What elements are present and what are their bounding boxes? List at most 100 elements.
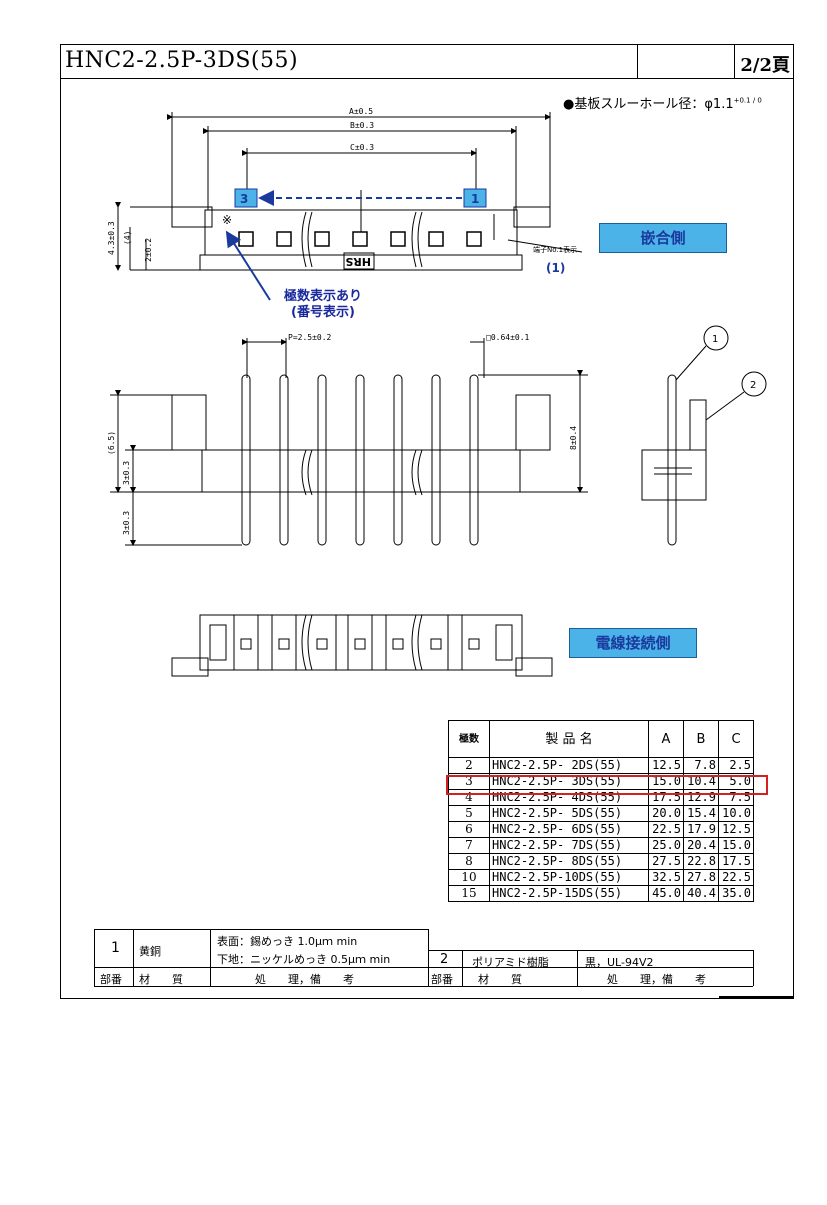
row-count: 8 [448, 853, 490, 870]
row-a: 12.5 [648, 757, 684, 774]
mating-side-label: 嵌合側 [599, 223, 727, 253]
row-b: 15.4 [683, 805, 719, 822]
row-c: 17.5 [718, 853, 754, 870]
row-b: 27.8 [683, 869, 719, 886]
row-a: 20.0 [648, 805, 684, 822]
dim-h2: (4) [123, 231, 132, 245]
row-product: HNC2-2.5P-15DS(55) [489, 885, 649, 902]
dim-v2: 3±0.3 [122, 461, 131, 485]
row-product: HNC2-2.5P- 8DS(55) [489, 853, 649, 870]
dim-c: C±0.3 [350, 143, 374, 152]
row-product: HNC2-2.5P- 7DS(55) [489, 837, 649, 854]
through-hole-note: ●基板スルーホール径：φ1.1+0.1 / 0 [563, 93, 762, 112]
row-c: 2.5 [718, 757, 754, 774]
row-product: HNC2-2.5P- 6DS(55) [489, 821, 649, 838]
part1-finish1: 表面：錫めっき 1.0μｍ min [217, 935, 358, 948]
header-product: 製 品 名 [489, 720, 649, 758]
row-product: HNC2-2.5P- 2DS(55) [489, 757, 649, 774]
balloon-1: 1 [712, 334, 718, 345]
row-c: 10.0 [718, 805, 754, 822]
row-product: HNC2-2.5P-10DS(55) [489, 869, 649, 886]
row-a: 15.0 [648, 773, 684, 790]
row-count: 10 [448, 869, 490, 886]
row-count: 6 [448, 821, 490, 838]
drawing-title: HNC2-2.5P-3DS(55) [65, 48, 299, 73]
row-c: 15.0 [718, 837, 754, 854]
header-finish: 処 理，備 考 [255, 973, 354, 986]
highlight-row-box [446, 775, 768, 795]
wire-side-label: 電線接続側 [569, 628, 697, 658]
dim-h1: 4.3±0.3 [107, 221, 116, 255]
page-number: 2/2頁 [740, 55, 790, 76]
header-c: C [718, 720, 754, 758]
title-bar: HNC2-2.5P-3DS(55) 2/2頁 [61, 45, 793, 79]
drawing-sheet: HNC2-2.5P-3DS(55) 2/2頁 [60, 44, 794, 999]
marker-left: 3 [240, 192, 248, 206]
row-a: 27.5 [648, 853, 684, 870]
header-count: 極数 [448, 720, 490, 758]
row-c: 35.0 [718, 885, 754, 902]
header-material: 材 質 [139, 973, 183, 986]
polarity-note: 極数表示あり (番号表示) [268, 289, 378, 321]
through-hole-tolerance: +0.1 / 0 [733, 96, 762, 105]
header-material-2: 材 質 [478, 973, 522, 986]
part1-finish2: 下地：ニッケルめっき 0.5μｍ min [217, 953, 391, 966]
row-b: 7.8 [683, 757, 719, 774]
table-header-row: 極数 製 品 名 A B C [448, 720, 754, 758]
page-cell: 2/2頁 [734, 45, 794, 78]
part2-no: 2 [440, 952, 449, 967]
asterisk-mark: ※ [222, 213, 232, 227]
dim-pin-square: □0.64±0.1 [486, 333, 530, 342]
marker-right: 1 [471, 192, 479, 206]
dim-a: A±0.5 [349, 107, 373, 116]
header-part-no: 部番 [100, 973, 122, 986]
row-product: HNC2-2.5P- 5DS(55) [489, 805, 649, 822]
row-count: 2 [448, 757, 490, 774]
pin-no1-text: 端子No.1表示 [533, 245, 577, 254]
dim-h3: 2±0.2 [144, 238, 153, 262]
hrs-logo: HRS [345, 255, 371, 268]
title-blank-cell [637, 45, 735, 78]
row-count: 7 [448, 837, 490, 854]
dim-b: B±0.3 [350, 121, 374, 130]
row-b: 22.8 [683, 853, 719, 870]
dim-pitch: P=2.5±0.2 [288, 333, 332, 342]
header-part-no-2: 部番 [431, 973, 453, 986]
part1-material: 黄銅 [139, 945, 161, 958]
header-a: A [648, 720, 684, 758]
through-hole-text: ●基板スルーホール径：φ1.1 [563, 97, 734, 112]
header-b: B [683, 720, 719, 758]
row-b: 17.9 [683, 821, 719, 838]
row-a: 45.0 [648, 885, 684, 902]
row-b: 20.4 [683, 837, 719, 854]
row-c: 12.5 [718, 821, 754, 838]
row-c: 5.0 [718, 773, 754, 790]
row-count: 15 [448, 885, 490, 902]
polarity-note-line2: (番号表示) [291, 305, 355, 320]
row-c: 22.5 [718, 869, 754, 886]
row-a: 22.5 [648, 821, 684, 838]
balloon-2: 2 [750, 380, 756, 391]
row-a: 32.5 [648, 869, 684, 886]
row-a: 25.0 [648, 837, 684, 854]
dim-v1: (6.5) [107, 431, 116, 455]
part2-material: ポリアミド樹脂 [472, 956, 549, 969]
pin-no1-mark: (1) [546, 261, 565, 275]
polarity-note-line1: 極数表示あり [283, 289, 362, 304]
part2-finish: 黒，UL-94V2 [585, 956, 654, 969]
part1-no: 1 [111, 940, 120, 956]
header-finish-2: 処 理，備 考 [607, 973, 706, 986]
row-b: 40.4 [683, 885, 719, 902]
dim-v4: 8±0.4 [569, 426, 578, 450]
row-count: 5 [448, 805, 490, 822]
